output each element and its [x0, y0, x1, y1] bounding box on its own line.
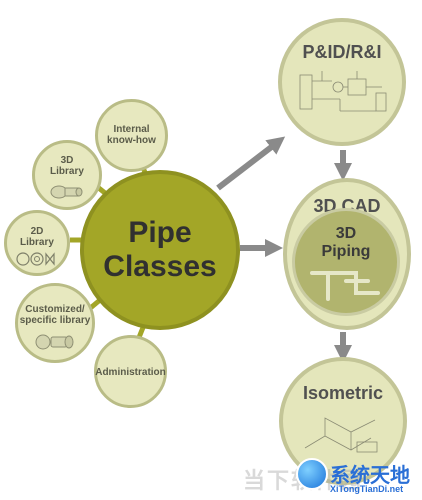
2d-library-bubble: 2D Library [4, 210, 70, 276]
2d-library-line2: Library [20, 237, 54, 248]
2d-library-line1: 2D [30, 226, 44, 237]
3d-piping-line2: Piping [321, 243, 371, 260]
3d-library-line1: 3D [60, 155, 74, 166]
arrow-to-pid [216, 136, 286, 191]
custom-line1: Customized/ [25, 304, 85, 315]
pid-drawing-icon [299, 71, 387, 112]
3d-piping-model-icon [310, 271, 380, 301]
isometric-title: Isometric [302, 383, 384, 403]
pipe-classes-circle: Pipe Classes [80, 170, 240, 330]
administration-label: Administration [95, 367, 166, 378]
pid-title: P&ID/R&I [302, 42, 382, 62]
internal-line2: know-how [107, 135, 156, 146]
symbols-2d-icon [16, 252, 55, 266]
administration-bubble: Administration [94, 335, 167, 408]
customized-library-bubble: Customized/ specific library [15, 283, 95, 363]
fitting-3d-icon [50, 185, 83, 199]
watermark-url: XiTongTianDi.net [330, 484, 404, 494]
internal-know-how-bubble: Internal know-how [95, 99, 168, 172]
watermark-brand: 系统天地 [330, 465, 410, 487]
center-line2: Classes [103, 250, 217, 283]
internal-line1: Internal [113, 124, 150, 135]
isometric-drawing-icon [304, 417, 378, 453]
pid-circle: P&ID/R&I [278, 18, 406, 146]
watermark-logo-icon [296, 458, 328, 490]
3d-piping-line1: 3D [335, 225, 357, 242]
3d-piping-circle: 3D Piping [292, 208, 400, 316]
custom-parts-icon [35, 334, 74, 350]
3d-library-bubble: 3D Library [32, 140, 102, 210]
3d-library-line2: Library [50, 166, 84, 177]
custom-line2: specific library [19, 315, 91, 326]
center-line1: Pipe [128, 216, 192, 249]
